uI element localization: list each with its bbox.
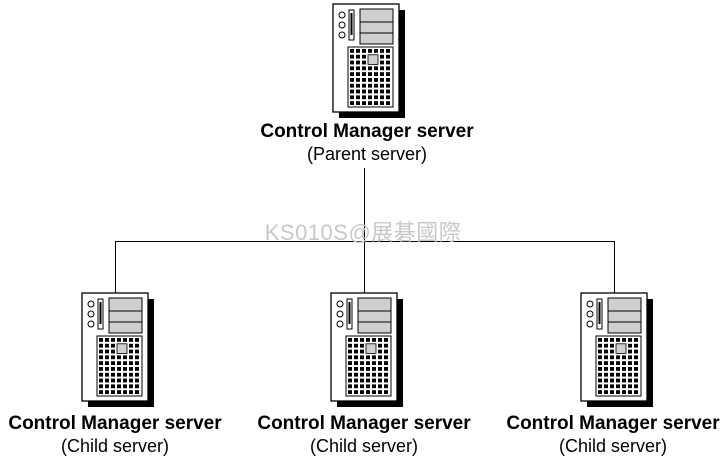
server-role: (Child server) <box>60 436 170 456</box>
watermark: KS010S@展碁國際 <box>264 220 462 245</box>
server-name: Control Manager server <box>8 413 222 434</box>
server-name: Control Manager server <box>506 413 720 434</box>
server-tower-icon <box>81 292 155 408</box>
server-role: (Child server) <box>309 436 419 456</box>
child-server-label-2: Control Manager server (Child server) <box>249 413 479 457</box>
connector-lines <box>115 168 615 295</box>
child-server-label-1: Control Manager server (Child server) <box>0 413 230 457</box>
child-server-label-3: Control Manager server (Child server) <box>498 413 728 457</box>
server-role: (Child server) <box>558 436 668 456</box>
server-tower-icon <box>330 292 404 408</box>
server-name: Control Manager server <box>257 413 471 434</box>
server-name: Control Manager server <box>260 121 474 142</box>
server-tower-icon <box>332 3 406 119</box>
server-role: (Parent server) <box>306 144 428 164</box>
server-tower-icon <box>580 292 654 408</box>
parent-server-label: Control Manager server (Parent server) <box>224 121 510 165</box>
